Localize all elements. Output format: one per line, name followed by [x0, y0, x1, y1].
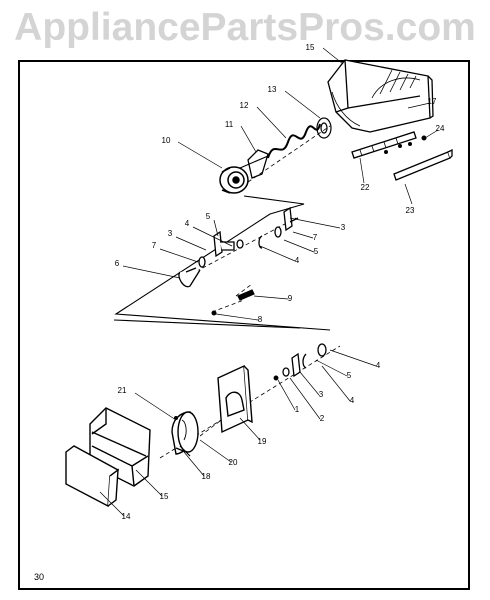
- watermark: AppliancePartsPros.com: [14, 6, 476, 49]
- callout-c7b: 7: [152, 241, 157, 250]
- motor-plate-19: [217, 364, 253, 434]
- screw-8: [211, 310, 217, 316]
- ice-bucket-upper: [327, 59, 434, 133]
- callout-leader-c21: [134, 392, 177, 421]
- callout-leader-c4c: [329, 349, 377, 367]
- callout-leader-c2: [289, 377, 321, 420]
- callout-leader-c15b: [135, 469, 163, 497]
- ring-part-13: [316, 117, 332, 139]
- callout-c17: 17: [428, 97, 437, 106]
- callout-c3b: 3: [168, 229, 173, 238]
- callout-leader-c5b: [283, 239, 315, 253]
- callout-leader-c18: [183, 451, 205, 477]
- callout-leader-c3c: [299, 371, 320, 396]
- callout-c2: 2: [320, 414, 325, 423]
- callout-c20: 20: [229, 458, 238, 467]
- callout-leader-c11: [240, 125, 257, 153]
- callout-leader-c4b: [259, 245, 296, 262]
- shaft-assembly-middle: [178, 206, 299, 288]
- callout-leader-c12: [256, 106, 287, 139]
- callout-leader-c5a: [213, 219, 219, 237]
- callout-c5c: 5: [347, 371, 352, 380]
- callout-c7a: 7: [313, 233, 318, 242]
- callout-c6: 6: [115, 259, 120, 268]
- page-number: 30: [34, 572, 45, 582]
- callout-c5b: 5: [314, 247, 319, 256]
- callout-leader-c13: [284, 90, 321, 119]
- zigzag-connectors: [113, 195, 331, 331]
- auger-spring-12: [267, 123, 321, 159]
- callout-c3a: 3: [341, 223, 346, 232]
- callout-c4d: 4: [350, 396, 355, 405]
- callout-leader-c6: [122, 265, 181, 279]
- screw-18: [179, 445, 191, 457]
- callout-leader-c1: [277, 379, 296, 411]
- callout-leader-c8: [215, 313, 259, 321]
- callout-leader-c15a: [322, 47, 344, 65]
- callout-c23: 23: [406, 206, 415, 215]
- callout-c14: 14: [122, 512, 131, 521]
- callout-leader-c4a: [192, 226, 233, 247]
- motor-housing-20: [171, 411, 199, 455]
- callout-c13: 13: [268, 85, 277, 94]
- callout-leaders: [99, 47, 439, 517]
- callout-c18: 18: [202, 472, 211, 481]
- callout-leader-c3a: [289, 217, 341, 229]
- callout-c12: 12: [240, 101, 249, 110]
- panel-14: [65, 445, 120, 508]
- callout-leader-c9: [253, 295, 289, 300]
- shaft-assembly-lower: [273, 343, 327, 381]
- callout-c15a: 15: [306, 43, 315, 52]
- callout-c9: 9: [288, 294, 293, 303]
- callout-leader-c7b: [159, 248, 199, 263]
- callout-leader-c17: [407, 102, 431, 109]
- callout-c21: 21: [118, 386, 127, 395]
- callout-leader-c24: [424, 129, 439, 139]
- callout-leader-c10: [177, 141, 223, 169]
- callout-c8: 8: [258, 315, 263, 324]
- callout-leader-c14: [99, 491, 125, 517]
- callout-c5a: 5: [206, 212, 211, 221]
- bearing-wheel-10: [219, 166, 249, 194]
- clip-9: [237, 289, 255, 301]
- auger-blade-11: [239, 149, 269, 179]
- callout-c10: 10: [162, 136, 171, 145]
- diagram-frame: [18, 60, 470, 590]
- callout-leader-c20: [199, 439, 232, 463]
- callout-leader-c5c: [315, 359, 348, 377]
- callout-c24: 24: [436, 124, 445, 133]
- callout-leader-c23: [404, 183, 413, 205]
- bracket-22: [351, 131, 417, 159]
- screw-24: [384, 135, 427, 154]
- callout-c19: 19: [258, 437, 267, 446]
- callout-c4a: 4: [185, 219, 190, 228]
- callout-c15b: 15: [160, 492, 169, 501]
- callout-leader-c3b: [175, 236, 207, 251]
- callout-leader-c19: [239, 417, 261, 441]
- callout-leader-c22: [359, 157, 365, 184]
- callout-c11: 11: [225, 120, 234, 129]
- callout-c4b: 4: [295, 256, 300, 265]
- callout-leader-c4d: [321, 365, 351, 402]
- callout-c3c: 3: [319, 390, 324, 399]
- bracket-23: [393, 148, 453, 181]
- callout-leader-c7a: [292, 231, 314, 239]
- callout-c4c: 4: [376, 361, 381, 370]
- callout-c22: 22: [361, 183, 370, 192]
- callout-c1: 1: [295, 405, 300, 414]
